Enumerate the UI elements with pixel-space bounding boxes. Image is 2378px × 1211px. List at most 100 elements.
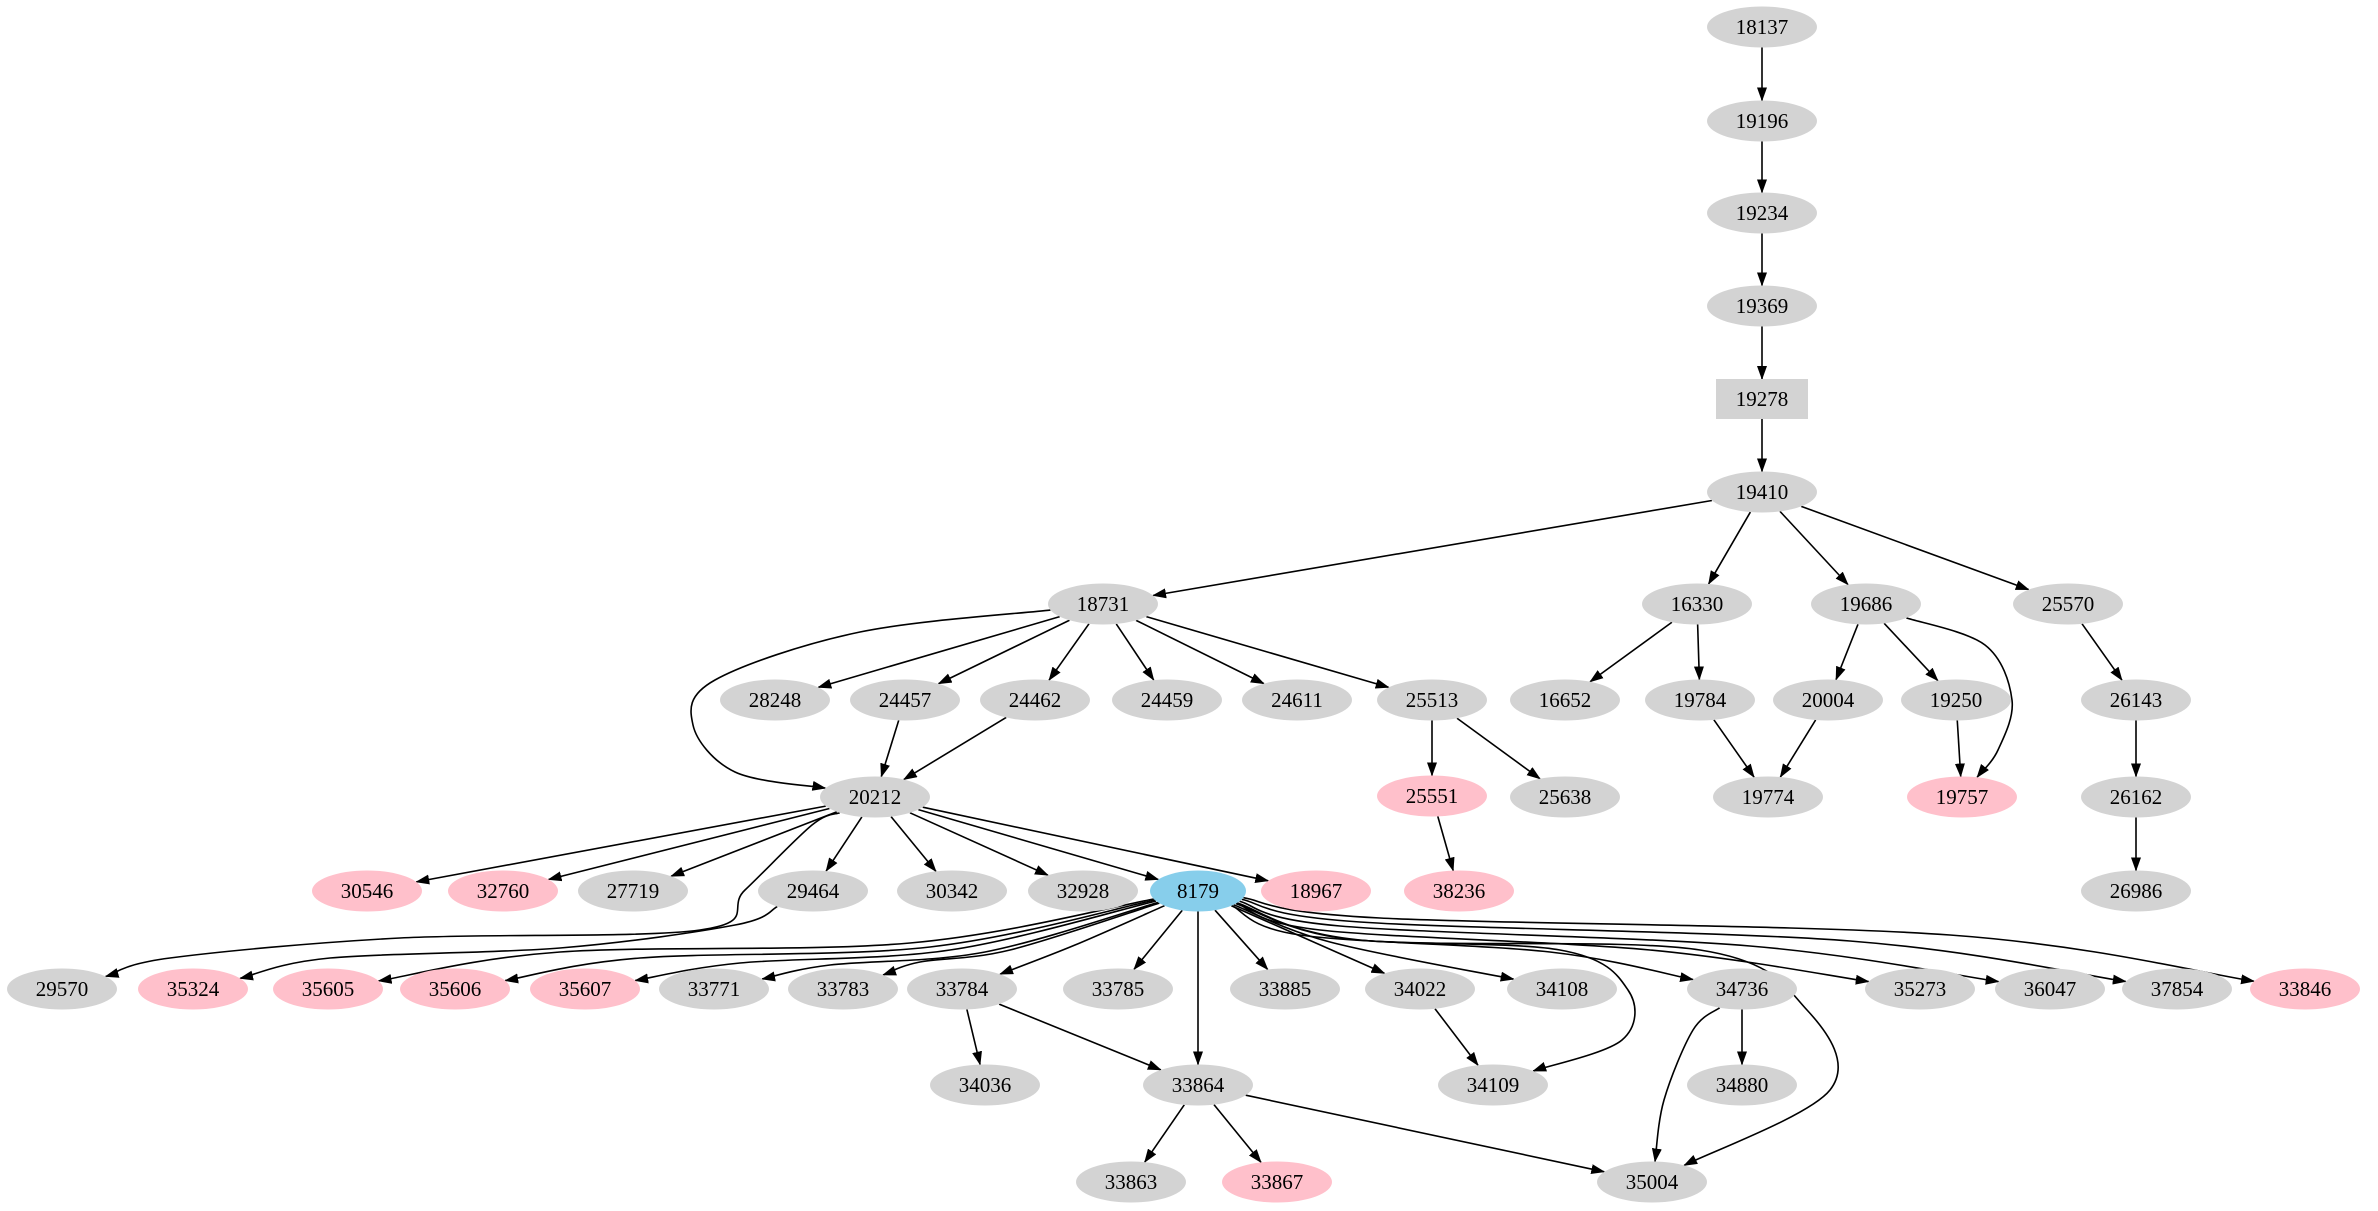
node-ellipse-shape [1242,679,1352,721]
node-34036[interactable]: 34036 [930,1064,1040,1106]
edge-33784-34036 [966,1009,982,1066]
node-ellipse-shape [400,968,510,1010]
node-32928[interactable]: 32928 [1028,870,1138,912]
node-19250[interactable]: 19250 [1901,679,2011,721]
node-26143[interactable]: 26143 [2081,679,2191,721]
node-34108[interactable]: 34108 [1507,968,1617,1010]
node-19757[interactable]: 19757 [1907,776,2017,818]
edge-20212-29570 [104,811,840,978]
node-ellipse-shape [930,1064,1040,1106]
edge-8179-35607 [634,900,1157,984]
node-16330[interactable]: 16330 [1642,583,1752,625]
node-26162[interactable]: 26162 [2081,776,2191,818]
node-36047[interactable]: 36047 [1995,968,2105,1010]
node-25551[interactable]: 25551 [1377,775,1487,817]
node-ellipse-shape [1707,285,1817,327]
edge-8179-35605 [377,898,1154,984]
node-ellipse-shape [1995,968,2105,1010]
node-33885[interactable]: 33885 [1230,968,1340,1010]
node-33867[interactable]: 33867 [1222,1161,1332,1203]
node-34022[interactable]: 34022 [1365,968,1475,1010]
node-24457[interactable]: 24457 [850,679,960,721]
node-ellipse-shape [1901,679,2011,721]
node-25570[interactable]: 25570 [2013,583,2123,625]
node-24462[interactable]: 24462 [980,679,1090,721]
node-18137[interactable]: 18137 [1707,6,1817,48]
node-25513[interactable]: 25513 [1377,679,1487,721]
node-ellipse-shape [1687,1064,1797,1106]
node-ellipse-shape [1645,679,1755,721]
node-19784[interactable]: 19784 [1645,679,1755,721]
node-37854[interactable]: 37854 [2122,968,2232,1010]
node-33783[interactable]: 33783 [788,968,898,1010]
node-30546[interactable]: 30546 [312,870,422,912]
edge-8179-36047 [1239,900,2000,985]
edge-20212-29464 [825,816,863,872]
node-34880[interactable]: 34880 [1687,1064,1797,1106]
node-34109[interactable]: 34109 [1438,1064,1548,1106]
node-25638[interactable]: 25638 [1510,776,1620,818]
edge-18731-24459 [1115,623,1155,681]
node-35324[interactable]: 35324 [138,968,248,1010]
node-ellipse-shape [1365,968,1475,1010]
edge-33864-33867 [1213,1104,1262,1164]
edge-34736-35004 [1651,1007,1721,1163]
node-38236[interactable]: 38236 [1404,870,1514,912]
node-33785[interactable]: 33785 [1063,968,1173,1010]
node-24611[interactable]: 24611 [1242,679,1352,721]
node-19234[interactable]: 19234 [1707,192,1817,234]
node-20004[interactable]: 20004 [1773,679,1883,721]
node-35606[interactable]: 35606 [400,968,510,1010]
edge-8179-37854 [1241,898,2127,985]
node-33846[interactable]: 33846 [2250,968,2360,1010]
node-28248[interactable]: 28248 [720,679,830,721]
node-33863[interactable]: 33863 [1076,1161,1186,1203]
node-32760[interactable]: 32760 [448,870,558,912]
node-16652[interactable]: 16652 [1510,679,1620,721]
node-29464[interactable]: 29464 [758,870,868,912]
node-20212[interactable]: 20212 [820,776,930,818]
node-ellipse-shape [980,679,1090,721]
node-18967[interactable]: 18967 [1261,870,1371,912]
node-33784[interactable]: 33784 [907,968,1017,1010]
edge-25570-26143 [2081,623,2123,681]
node-ellipse-shape [788,968,898,1010]
node-35605[interactable]: 35605 [273,968,383,1010]
edge-8179-33783 [882,902,1160,976]
node-35004[interactable]: 35004 [1597,1161,1707,1203]
node-29570[interactable]: 29570 [7,968,117,1010]
node-ellipse-shape [1773,679,1883,721]
node-30342[interactable]: 30342 [897,870,1007,912]
node-19686[interactable]: 19686 [1811,583,1921,625]
node-35273[interactable]: 35273 [1865,968,1975,1010]
node-27719[interactable]: 27719 [578,870,688,912]
node-19774[interactable]: 19774 [1713,776,1823,818]
node-19410[interactable]: 19410 [1707,471,1817,513]
edge-29464-35324 [239,905,778,981]
node-ellipse-shape [1377,775,1487,817]
edge-8179-33784 [999,904,1165,975]
node-ellipse-shape [1143,1064,1253,1106]
edge-19410-18731 [1152,499,1713,599]
edge-20212-32760 [547,807,830,882]
node-ellipse-shape [2250,968,2360,1010]
node-ellipse-shape [578,870,688,912]
node-34736[interactable]: 34736 [1687,968,1797,1010]
node-18731[interactable]: 18731 [1048,583,1158,625]
node-19196[interactable]: 19196 [1707,100,1817,142]
edge-8179-33771 [761,901,1159,982]
node-19278[interactable]: 19278 [1716,379,1808,419]
node-33771[interactable]: 33771 [659,968,769,1010]
node-35607[interactable]: 35607 [530,968,640,1010]
node-19369[interactable]: 19369 [1707,285,1817,327]
edge-20212-18967 [922,806,1270,884]
node-26986[interactable]: 26986 [2081,870,2191,912]
node-24459[interactable]: 24459 [1112,679,1222,721]
node-8179[interactable]: 8179 [1150,870,1246,912]
node-33864[interactable]: 33864 [1143,1064,1253,1106]
node-ellipse-shape [1811,583,1921,625]
node-ellipse-shape [138,968,248,1010]
edge-8179-34022 [1231,905,1386,975]
node-ellipse-shape [1707,471,1817,513]
